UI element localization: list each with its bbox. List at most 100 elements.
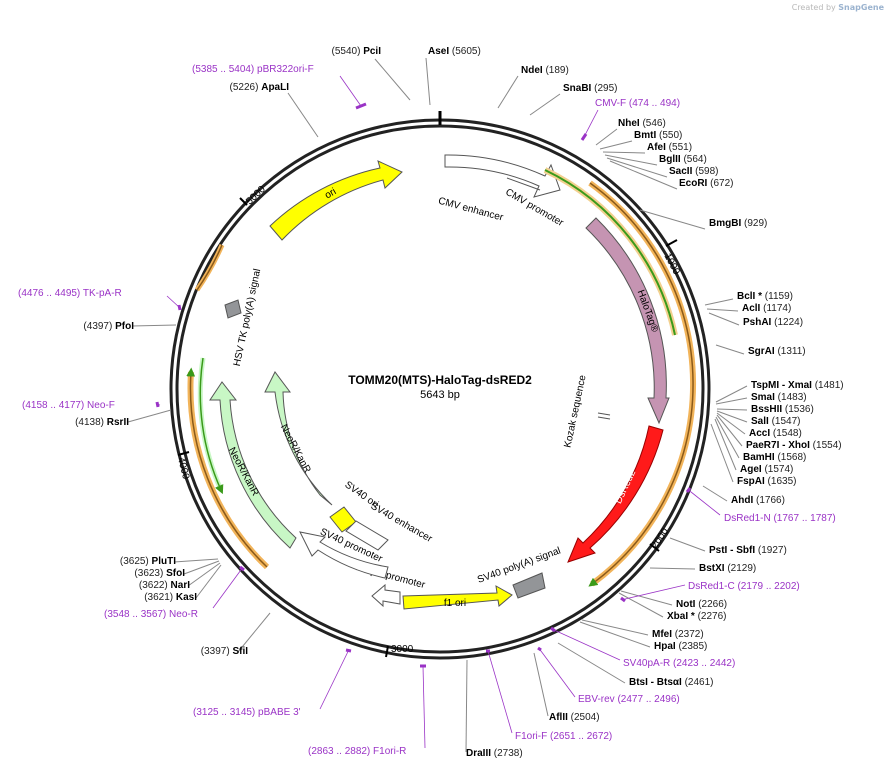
site-label-agei[interactable]: AgeI (1574) [740,464,793,475]
feature-kozak-mark[interactable] [597,412,611,416]
feature-halotag-arrow[interactable] [585,217,670,425]
site-name: SgrAI [748,346,775,357]
site-label-bstxi[interactable]: BstXI (2129) [699,563,756,574]
site-label-ndei[interactable]: NdeI (189) [521,65,569,76]
site-name: AgeI [740,464,762,475]
site-position: (2266) [695,599,727,610]
site-position: (1547) [769,416,801,427]
feature-cmv-enhancer-arrow[interactable] [444,154,561,198]
snapgene-watermark: Created by SnapGene [792,3,884,12]
site-label-nari[interactable]: (3622) NarI [139,580,190,591]
site-label-asei[interactable]: AseI (5605) [428,46,481,57]
site-label-kasi[interactable]: (3621) KasI [144,592,197,603]
site-label-aflii[interactable]: AflII (2504) [549,712,600,723]
site-label-btsi-bts-i[interactable]: BtsI - BtsαI (2461) [629,677,714,688]
primer-label-cmv-f[interactable]: CMV-F (474 .. 494) [595,98,680,109]
primer-leader-cmv-f [583,109,599,138]
site-position: (2738) [491,748,523,759]
site-label-noti[interactable]: NotI (2266) [676,599,727,610]
site-label-snabi[interactable]: SnaBI (295) [563,83,617,94]
site-label-sgrai[interactable]: SgrAI (1311) [748,346,806,357]
site-name: AflII [549,712,568,723]
site-label-xbai[interactable]: XbaI * (2276) [667,611,726,622]
primer-label-pbr322ori-f[interactable]: (5385 .. 5404) pBR322ori-F [192,64,314,75]
primer-label-tk-pa-r[interactable]: (4476 .. 4495) TK-pA-R [18,288,122,299]
site-label-bcli[interactable]: BclI * (1159) [737,291,793,302]
site-name: EcoRI [679,178,708,189]
site-label-tspmi-xmai[interactable]: TspMI - XmaI (1481) [751,380,844,391]
plasmid-name: TOMM20(MTS)-HaloTag-dsRED2 [348,373,532,387]
site-position: (3622) [139,580,171,591]
site-label-bamhi[interactable]: BamHI (1568) [743,452,806,463]
primer-label-neo-r[interactable]: (3548 .. 3567) Neo-R [104,609,198,620]
site-label-sacii[interactable]: SacII (598) [669,166,718,177]
site-label-pcii[interactable]: (5540) PciI [332,46,382,57]
site-name: BamHI [743,452,775,463]
primer-label-dsred1-c[interactable]: DsRed1-C (2179 .. 2202) [688,581,800,592]
site-name: SalI [751,416,769,427]
primer-label-f1ori-f[interactable]: F1ori-F (2651 .. 2672) [515,731,612,742]
feature-kozak-label: Kozak sequence [562,374,588,449]
site-position: (1536) [782,404,814,415]
site-label-sfii[interactable]: (3397) SfiI [201,646,248,657]
primer-leader-pbabe-3 [319,650,349,710]
primer-leader-dsred1-c [622,584,686,600]
site-label-acci[interactable]: AccI (1548) [749,428,802,439]
site-label-hpai[interactable]: HpaI (2385) [654,641,707,652]
site-label-pluti[interactable]: (3625) PluTI [120,556,176,567]
site-leader-bstxi [649,567,696,570]
feature-neor-kanr-outer-arrow[interactable] [209,381,297,549]
site-label-pshai[interactable]: PshAI (1224) [743,317,803,328]
site-label-bmgbi[interactable]: BmgBI (929) [709,218,767,229]
site-name: BtsI - BtsαI [629,677,682,688]
site-name: MfeI [652,629,672,640]
site-label-ecori[interactable]: EcoRI (672) [679,178,733,189]
site-label-mfei[interactable]: MfeI (2372) [652,629,704,640]
orf-right[interactable] [588,182,694,587]
site-label-acli[interactable]: AclI (1174) [742,303,791,314]
backbone-inner [175,124,705,654]
feature-ori-arrow[interactable] [269,160,403,241]
feature-sv40-promoter-arrow[interactable] [299,531,389,579]
site-position: (3397) [201,646,233,657]
site-leader-bmgbi [639,209,706,230]
site-label-ahdi[interactable]: AhdI (1766) [731,495,785,506]
site-label-rsrii[interactable]: (4138) RsrII [75,417,129,428]
feature-sv40-polya-box[interactable] [512,572,546,599]
feature-neor-kanr-inner-arrow[interactable] [264,371,333,506]
feature-sv40-enhancer-box[interactable] [345,520,389,551]
site-label-sfoi[interactable]: (3623) SfoI [134,568,185,579]
feature-ampr-promoter-arrow[interactable] [371,583,401,608]
primer-label-dsred1-n[interactable]: DsRed1-N (1767 .. 1787) [724,513,836,524]
site-label-pfoi[interactable]: (4397) PfoI [83,321,134,332]
feature-cmv-promoter-arrow[interactable] [506,177,541,191]
site-leader-mfei [581,619,649,636]
primer-label-ebv-rev[interactable]: EBV-rev (2477 .. 2496) [578,694,680,705]
primer-label-f1ori-r[interactable]: (2863 .. 2882) F1ori-R [308,746,406,757]
site-label-smai[interactable]: SmaI (1483) [751,392,807,403]
orf-cmv-halo[interactable] [544,169,676,336]
site-label-fspai[interactable]: FspAI (1635) [737,476,796,487]
site-label-bglii[interactable]: BglII (564) [659,154,707,165]
primer-label-pbabe-3[interactable]: (3125 .. 3145) pBABE 3' [193,707,301,718]
site-label-paer7i-xhoi[interactable]: PaeR7I - XhoI (1554) [746,440,842,451]
orf-left-outer[interactable] [186,367,268,568]
feature-f1-ori-arrow[interactable] [402,585,513,610]
site-label-sali[interactable]: SalI (1547) [751,416,800,427]
site-label-draiii[interactable]: DraIII (2738) [466,748,523,759]
feature-hsv-tk-polya-box[interactable] [224,299,242,319]
site-label-bmti[interactable]: BmtI (550) [634,130,682,141]
orf-top-left[interactable] [196,244,223,291]
site-label-bsshii[interactable]: BssHII (1536) [751,404,814,415]
primer-range: (2179 .. 2202) [737,581,799,592]
feature-dsred2-arrow[interactable] [567,425,664,563]
primer-label-neo-f[interactable]: (4158 .. 4177) Neo-F [22,400,115,411]
orf-left-inner[interactable] [199,357,224,495]
site-leader-acci [716,412,746,435]
site-label-nhei[interactable]: NheI (546) [618,118,666,129]
feature-ori-label: ori [323,186,338,201]
site-label-apali[interactable]: (5226) ApaLI [230,82,290,93]
primer-label-sv40pa-r[interactable]: SV40pA-R (2423 .. 2442) [623,658,735,669]
site-label-afei[interactable]: AfeI (551) [647,142,692,153]
site-label-psti-sbfi[interactable]: PstI - SbfI (1927) [709,545,787,556]
